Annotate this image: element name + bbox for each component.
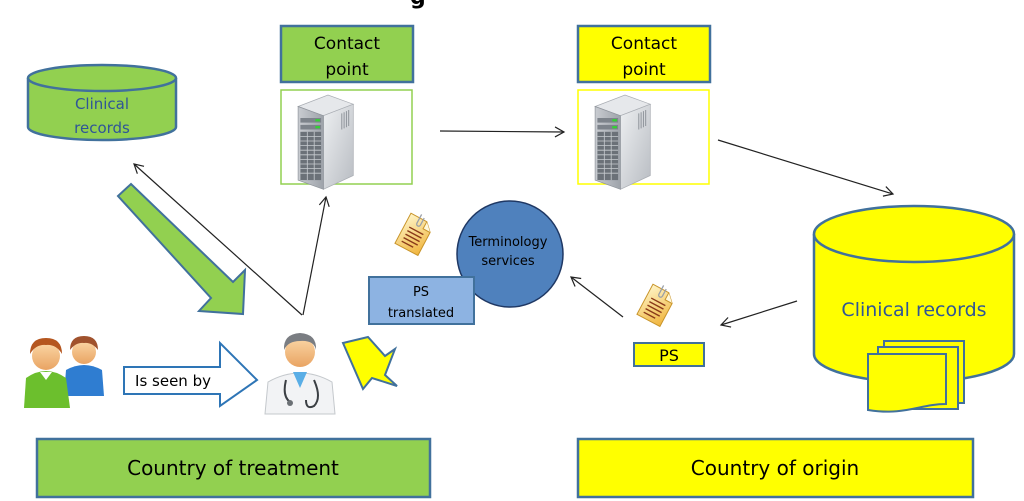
country-of-treatment: Country of treatment: [35, 437, 432, 499]
contact-point-origin-line1: Contact: [611, 34, 677, 54]
arrow-contact-to-origin-records: [717, 139, 895, 197]
ps-translated: PS translated: [368, 276, 475, 325]
arrow-contact-to-contact: [439, 126, 566, 138]
contact-point-treatment-line1: Contact: [314, 34, 380, 54]
contact-point-origin: Contact point: [576, 24, 712, 190]
doctor-icon: [264, 333, 336, 415]
ps-box: PS: [633, 342, 705, 367]
contact-point-treatment-line2: point: [325, 60, 369, 80]
document-icon: [636, 280, 679, 328]
server-icon: [297, 94, 354, 190]
arrow-origin-records-to-ps: [719, 300, 798, 328]
documents-stack-icon: [867, 340, 965, 413]
country-of-origin-label: Country of origin: [691, 456, 859, 480]
contact-point-origin-line2: point: [622, 60, 666, 80]
is-seen-by-label: Is seen by: [135, 372, 211, 390]
server-icon: [594, 94, 651, 190]
green-block-arrow: [116, 182, 247, 316]
ps-label: PS: [659, 346, 679, 365]
country-of-treatment-label: Country of treatment: [127, 456, 339, 480]
arrow-doctor-to-records: [133, 163, 303, 316]
ps-translated-line1: PS: [413, 285, 429, 300]
terminology-services: Terminology services: [456, 200, 564, 308]
country-of-origin: Country of origin: [576, 437, 975, 499]
ps-translated-line2: translated: [388, 306, 454, 321]
contact-point-treatment: Contact point: [279, 24, 415, 190]
title-fragment: g: [410, 0, 426, 10]
terminology-services-line2: services: [481, 254, 535, 269]
clinical-records-treatment-line1: Clinical: [75, 95, 129, 113]
arrow-doctor-to-contact: [302, 195, 330, 316]
terminology-services-line1: Terminology: [468, 235, 548, 250]
clinical-records-treatment: Clinical records: [26, 63, 178, 142]
yellow-block-arrow: [341, 335, 398, 391]
clinical-records-origin-label: Clinical records: [841, 299, 986, 321]
clinical-records-origin: Clinical records: [812, 204, 1016, 413]
arrow-ps-to-terminology: [570, 276, 624, 318]
clinical-records-treatment-line2: records: [74, 119, 130, 137]
is-seen-by-arrow: Is seen by: [123, 340, 259, 408]
patients-icon: [24, 336, 104, 408]
document-icon: [394, 209, 437, 257]
